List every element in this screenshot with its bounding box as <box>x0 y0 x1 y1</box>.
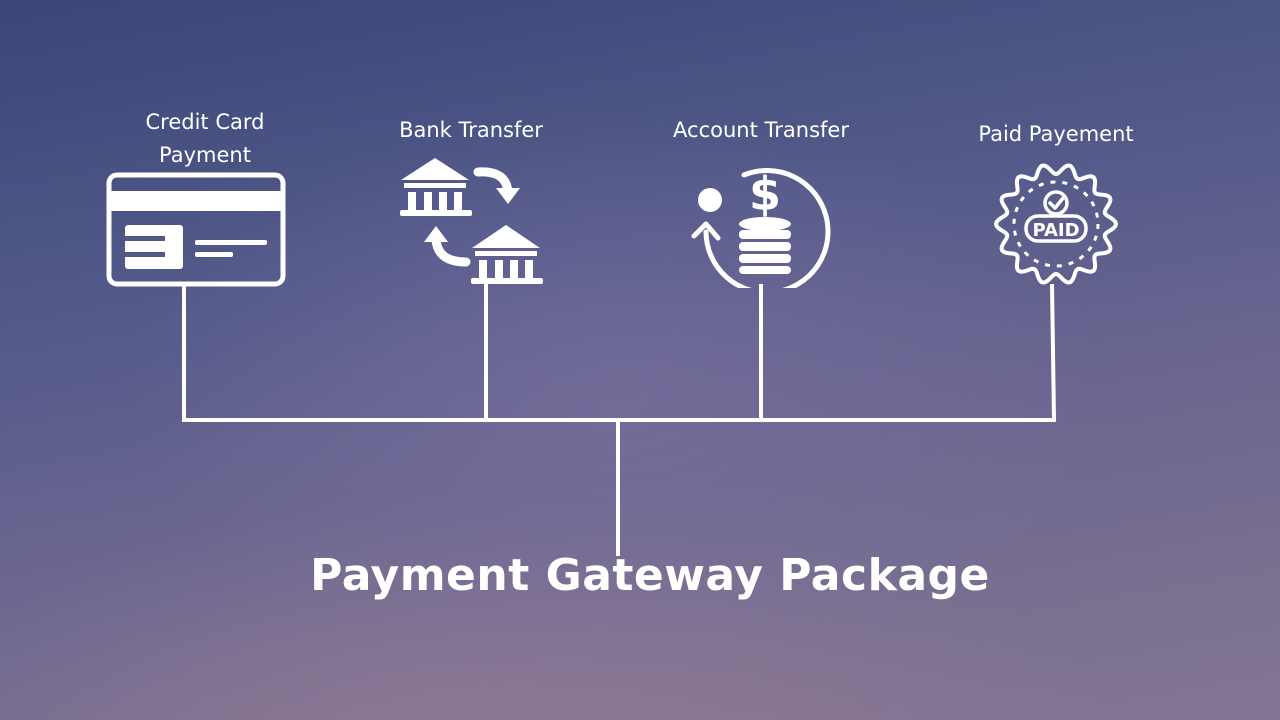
node-label-account-transfer: Account Transfer <box>673 114 849 147</box>
connector-paid-payment <box>1050 283 1056 421</box>
node-label-line: Paid Payement <box>978 122 1134 146</box>
bank-transfer-icon <box>400 158 543 284</box>
node-label-line: Account Transfer <box>673 118 849 142</box>
paid-badge-text: PAID <box>1032 220 1079 241</box>
svg-text:$: $ <box>749 167 781 221</box>
credit-card-icon <box>106 172 286 287</box>
node-label-paid-payment: Paid Payement <box>978 118 1133 151</box>
dollar-coins-cycle-icon: $ <box>691 167 831 288</box>
node-label-line: Payment <box>159 143 251 167</box>
node-label-credit-card: Credit Card Payment <box>146 106 265 172</box>
node-label-line: Bank Transfer <box>399 118 543 142</box>
node-label-line: Credit Card <box>145 110 265 134</box>
node-label-bank-transfer: Bank Transfer <box>399 114 543 147</box>
diagram-title: Payment Gateway Package <box>310 550 990 601</box>
paid-badge-icon: PAID <box>994 163 1118 285</box>
